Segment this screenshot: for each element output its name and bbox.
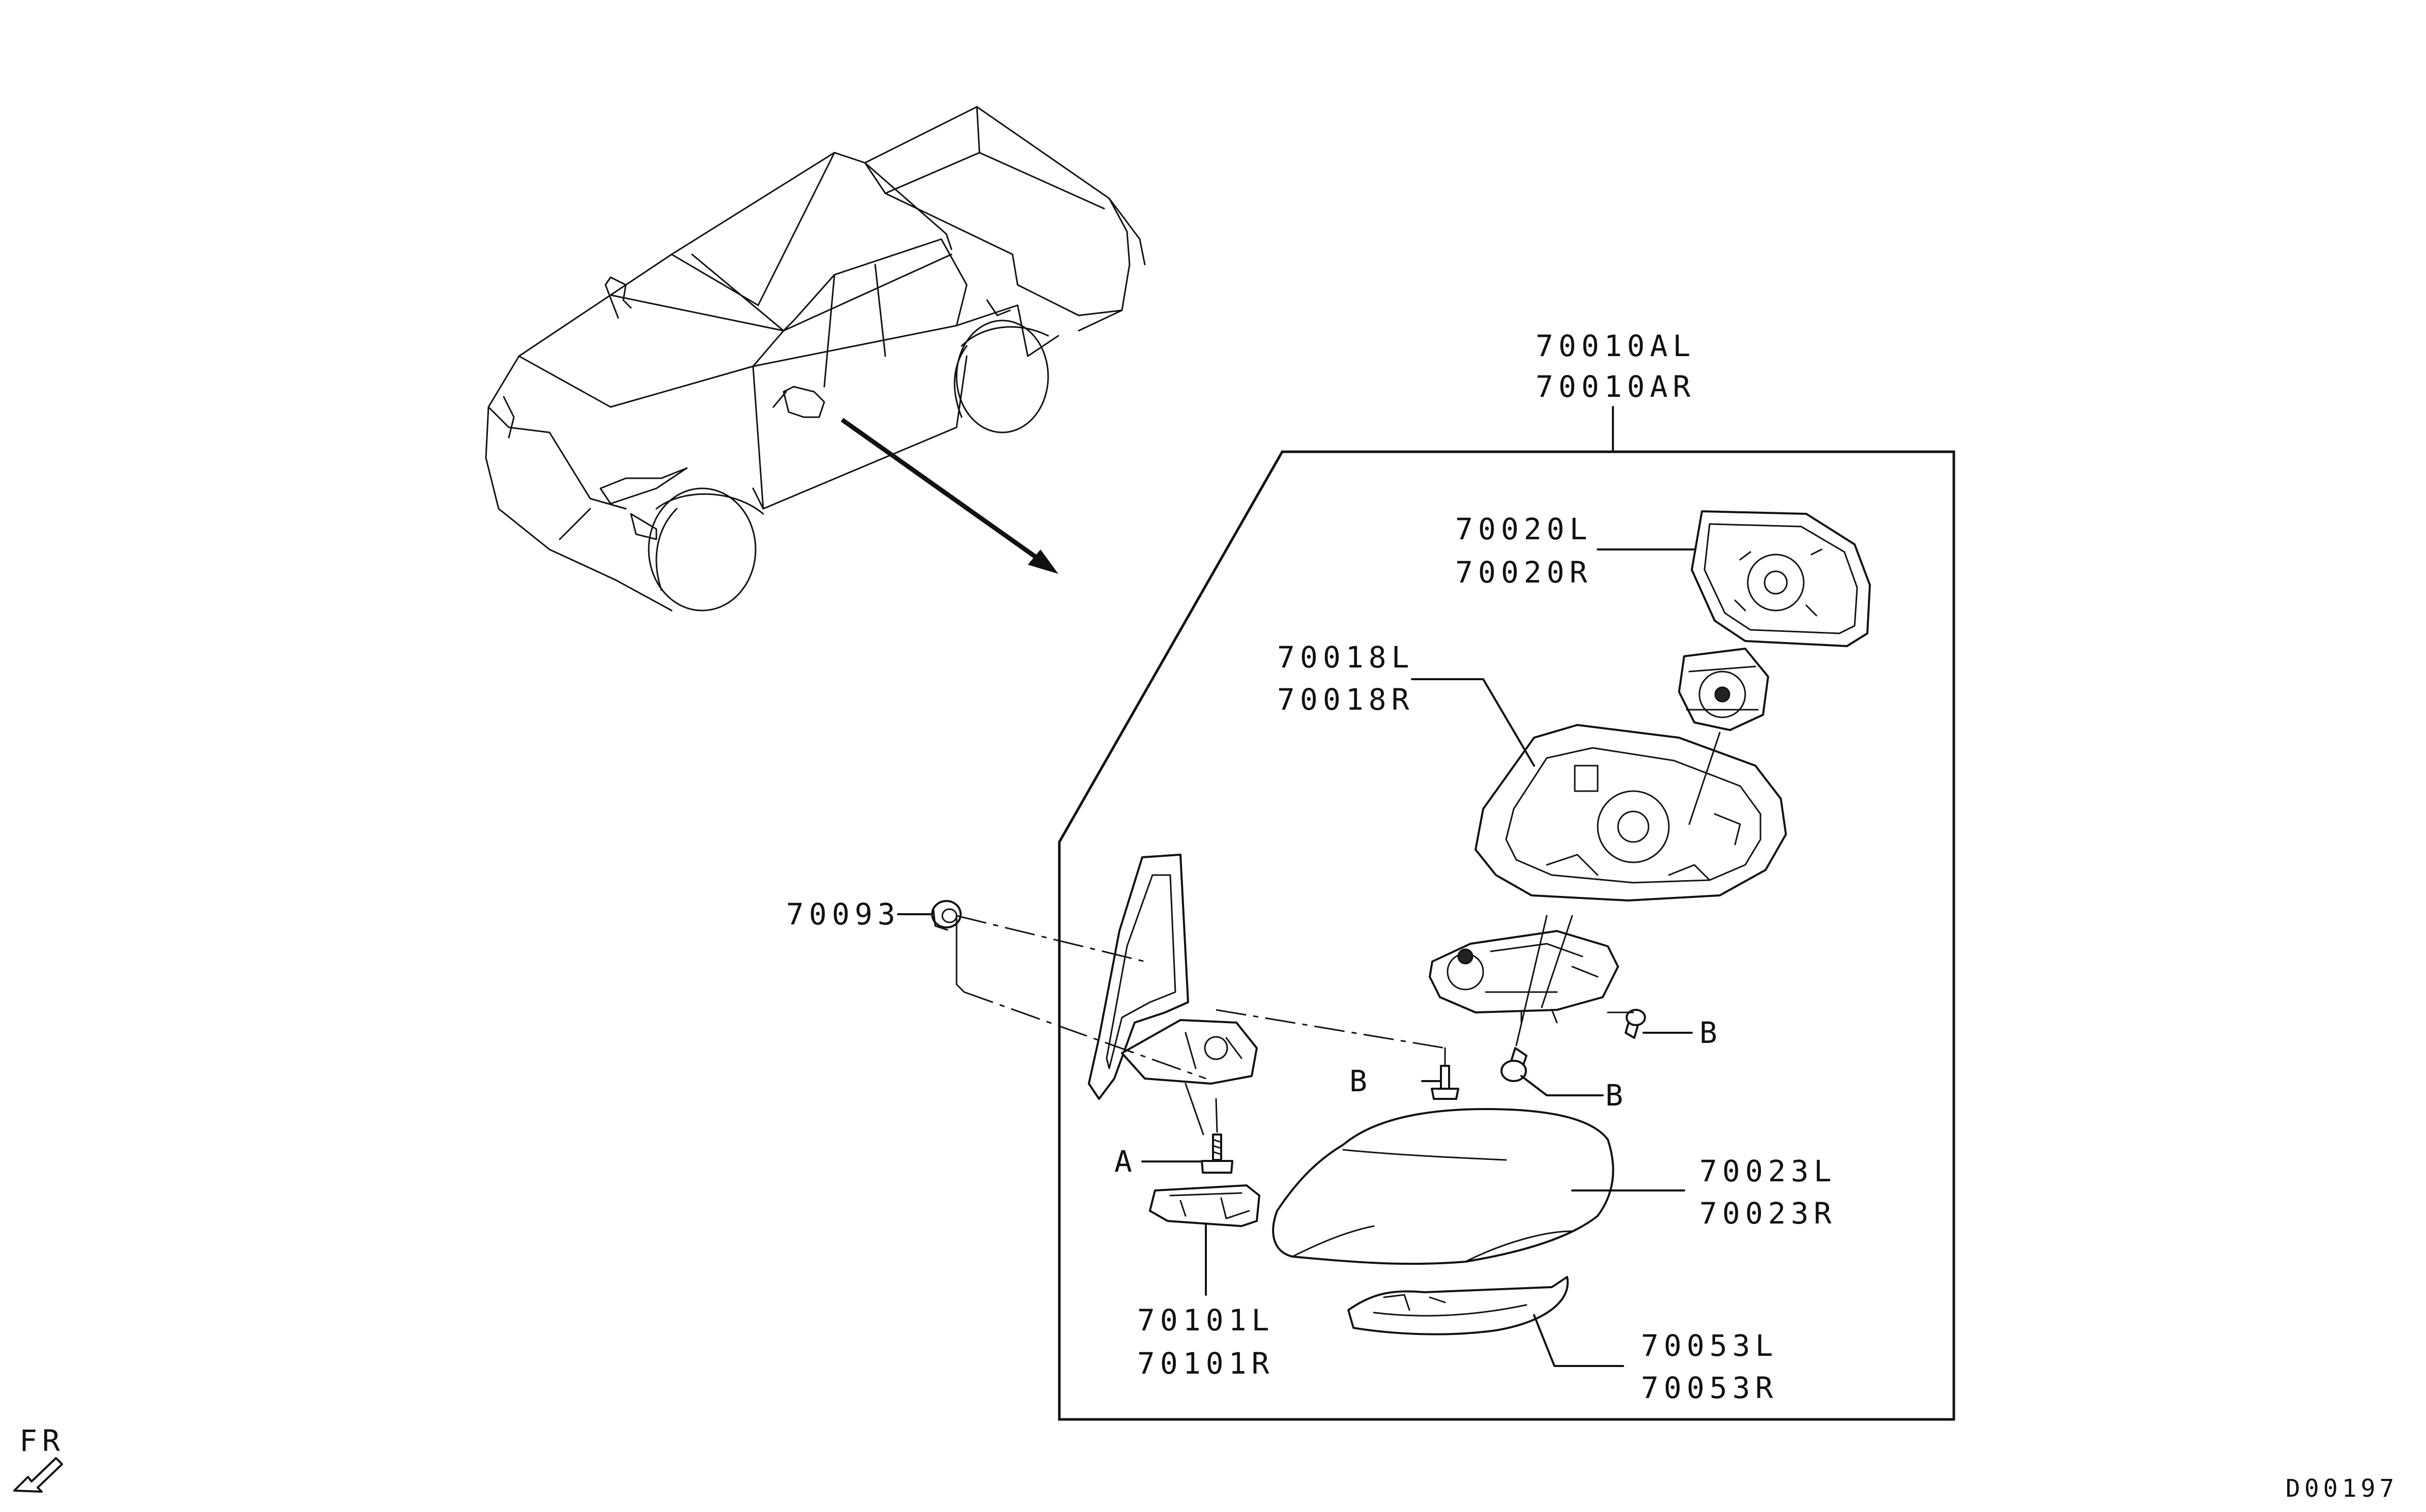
- label-cover-l: 70023L: [1699, 1154, 1837, 1188]
- mirror-cover-drawing: [1272, 1108, 1614, 1265]
- label-grommet: 70093: [786, 897, 901, 932]
- direction-label: FR: [19, 1423, 65, 1458]
- ref-b-bottom: B: [1605, 1078, 1628, 1113]
- label-mirror-housing-l: 70018L: [1277, 640, 1414, 675]
- leader-lines: [897, 406, 1695, 1367]
- mirror-base-drawing: [1088, 854, 1258, 1100]
- actuator-motor-drawing: [1678, 648, 1769, 731]
- label-cover-r: 70023R: [1699, 1196, 1837, 1231]
- label-mirror-glass-l: 70020L: [1455, 512, 1593, 546]
- ref-b-left: B: [1349, 1064, 1372, 1098]
- label-turn-lamp-l: 70053L: [1641, 1328, 1778, 1363]
- label-base-cover-r: 70101R: [1137, 1346, 1275, 1381]
- base-cover-drawing: [1149, 1184, 1260, 1227]
- label-base-cover-l: 70101L: [1137, 1303, 1275, 1337]
- mirror-housing-drawing: [1475, 724, 1787, 902]
- alignment-lines: [956, 732, 1721, 1136]
- label-turn-lamp-r: 70053R: [1641, 1371, 1778, 1405]
- diagram-code: D00197: [2286, 1474, 2398, 1503]
- ref-a: A: [1114, 1144, 1137, 1179]
- turn-lamp-drawing: [1347, 1276, 1569, 1335]
- mirror-glass-drawing: [1691, 510, 1871, 647]
- label-mirror-assy-r: 70010AR: [1536, 369, 1695, 404]
- direction-arrow-icon: [13, 1457, 63, 1493]
- detail-arrow: [841, 418, 1058, 574]
- reference-labels: A B B B: [1114, 1015, 1722, 1179]
- grommet-drawing: [931, 900, 962, 931]
- label-mirror-glass-r: 70020R: [1455, 555, 1593, 590]
- label-mirror-housing-r: 70018R: [1277, 682, 1414, 717]
- bolt-a-drawing: [1201, 1133, 1233, 1174]
- label-mirror-assy-l: 70010AL: [1536, 329, 1695, 363]
- part-labels: 70010AL 70010AR 70020L 70020R 70018L 700…: [786, 329, 1837, 1405]
- ref-b-right: B: [1699, 1015, 1722, 1050]
- truck-illustration: [485, 106, 1146, 612]
- fold-unit-drawing: [1429, 930, 1619, 1024]
- front-direction-indicator: FR: [13, 1423, 65, 1493]
- detail-frame: [1058, 450, 1955, 1421]
- screw-b-drawings: [1431, 1009, 1646, 1100]
